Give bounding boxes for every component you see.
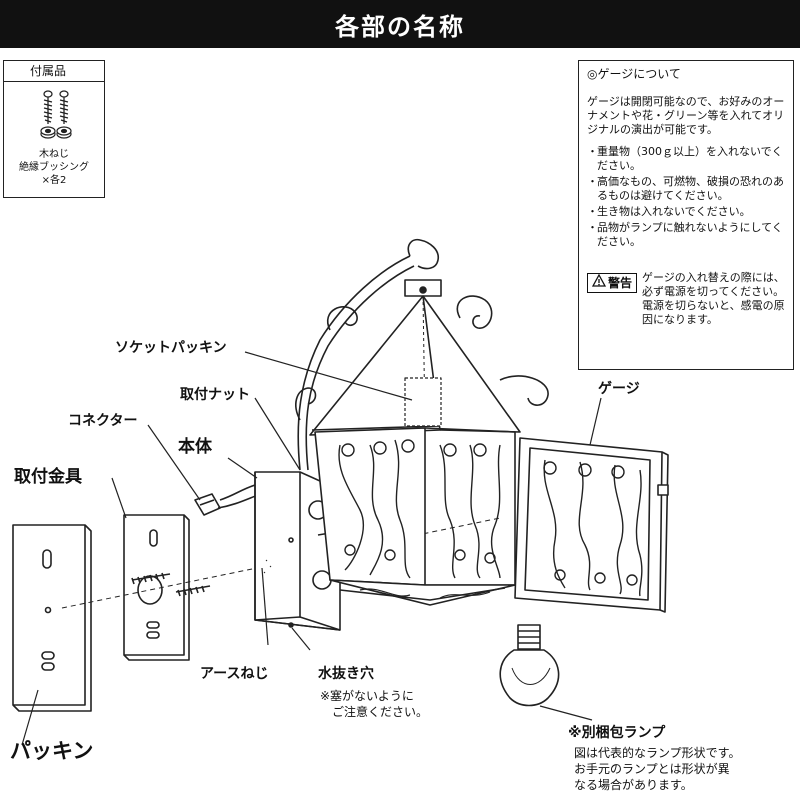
- packing-label: パッキン: [10, 739, 94, 763]
- body-label: 本体: [178, 437, 212, 457]
- packing-plate: [12, 524, 92, 712]
- warning-badge: 警告: [587, 273, 638, 293]
- mounting-bracket: [123, 514, 211, 661]
- warning-block: 警告 ゲージの入れ替えの際には、必ず電源を切ってください。電源を切らないと、感電…: [587, 271, 785, 327]
- connector-label: コネクター: [68, 413, 138, 429]
- connector: [194, 484, 259, 516]
- warning-text: ゲージの入れ替えの際には、必ず電源を切ってください。電源を切らないと、感電の原因…: [642, 271, 785, 326]
- gauge-info-box: ◎ゲージについて ゲージは開閉可能なので、お好みのオーナメントや花・グリーン等を…: [578, 60, 794, 370]
- accessory-quantity: ×各2: [41, 175, 67, 186]
- lantern-roof: [309, 295, 549, 436]
- gauge-door: [514, 437, 669, 613]
- lamp-bulb: [499, 624, 560, 707]
- drain-note-line: ※塞がないように: [320, 689, 414, 703]
- gauge-info-intro: ゲージは開閉可能なので、お好みのオーナメントや花・グリーン等を入れてオリジナルの…: [587, 95, 785, 136]
- drain-hole-label: 水抜き穴: [318, 666, 374, 682]
- accessories-illustration: [40, 90, 72, 139]
- accessories-box: 付属品 木ねじ 絶縁ブッシング ×各2: [3, 60, 105, 198]
- lamp-note-line: お手元のランプとは形状が異: [574, 762, 730, 776]
- wood-screw-icon: [43, 90, 69, 124]
- lamp-arm: [295, 238, 442, 471]
- lamp-note-line: なる場合があります。: [574, 778, 693, 792]
- gauge-info-title: ◎ゲージについて: [587, 67, 681, 81]
- gauge-note: ・重量物（300ｇ以上）を入れないでください。: [587, 145, 783, 172]
- gauge-note: ・生き物は入れないでください。: [587, 205, 751, 218]
- drain-note-line: ご注意ください。: [332, 705, 429, 719]
- accessory-bushing: 絶縁ブッシング: [19, 162, 89, 173]
- earth-screw-label: アースねじ: [200, 666, 269, 682]
- socket-packing-label: ソケットパッキン: [115, 340, 227, 356]
- lantern-cage: [314, 427, 516, 606]
- page-title: 各部の名称: [335, 12, 465, 41]
- leader-lines: [21, 351, 602, 746]
- gauge-label: ゲージ: [598, 381, 640, 397]
- mounting-bracket-label: 取付金具: [14, 467, 82, 487]
- lamp-note-line: 図は代表的なランプ形状です。: [574, 746, 741, 760]
- warning-triangle-icon: [591, 273, 607, 292]
- gauge-note: ・高価なもの、可燃物、破損の恐れのあるものは避けてください。: [587, 175, 784, 202]
- accessories-title: 付属品: [4, 61, 104, 82]
- lamp-label: ※別梱包ランプ: [568, 725, 666, 741]
- page-header: 各部の名称: [0, 0, 800, 48]
- insulating-bushing-icon: [40, 126, 72, 139]
- accessory-wood-screw: 木ねじ: [39, 149, 69, 160]
- mounting-nut-label: 取付ナット: [180, 387, 250, 403]
- gauge-note: ・品物がランプに触れないようにしてください。: [587, 221, 783, 248]
